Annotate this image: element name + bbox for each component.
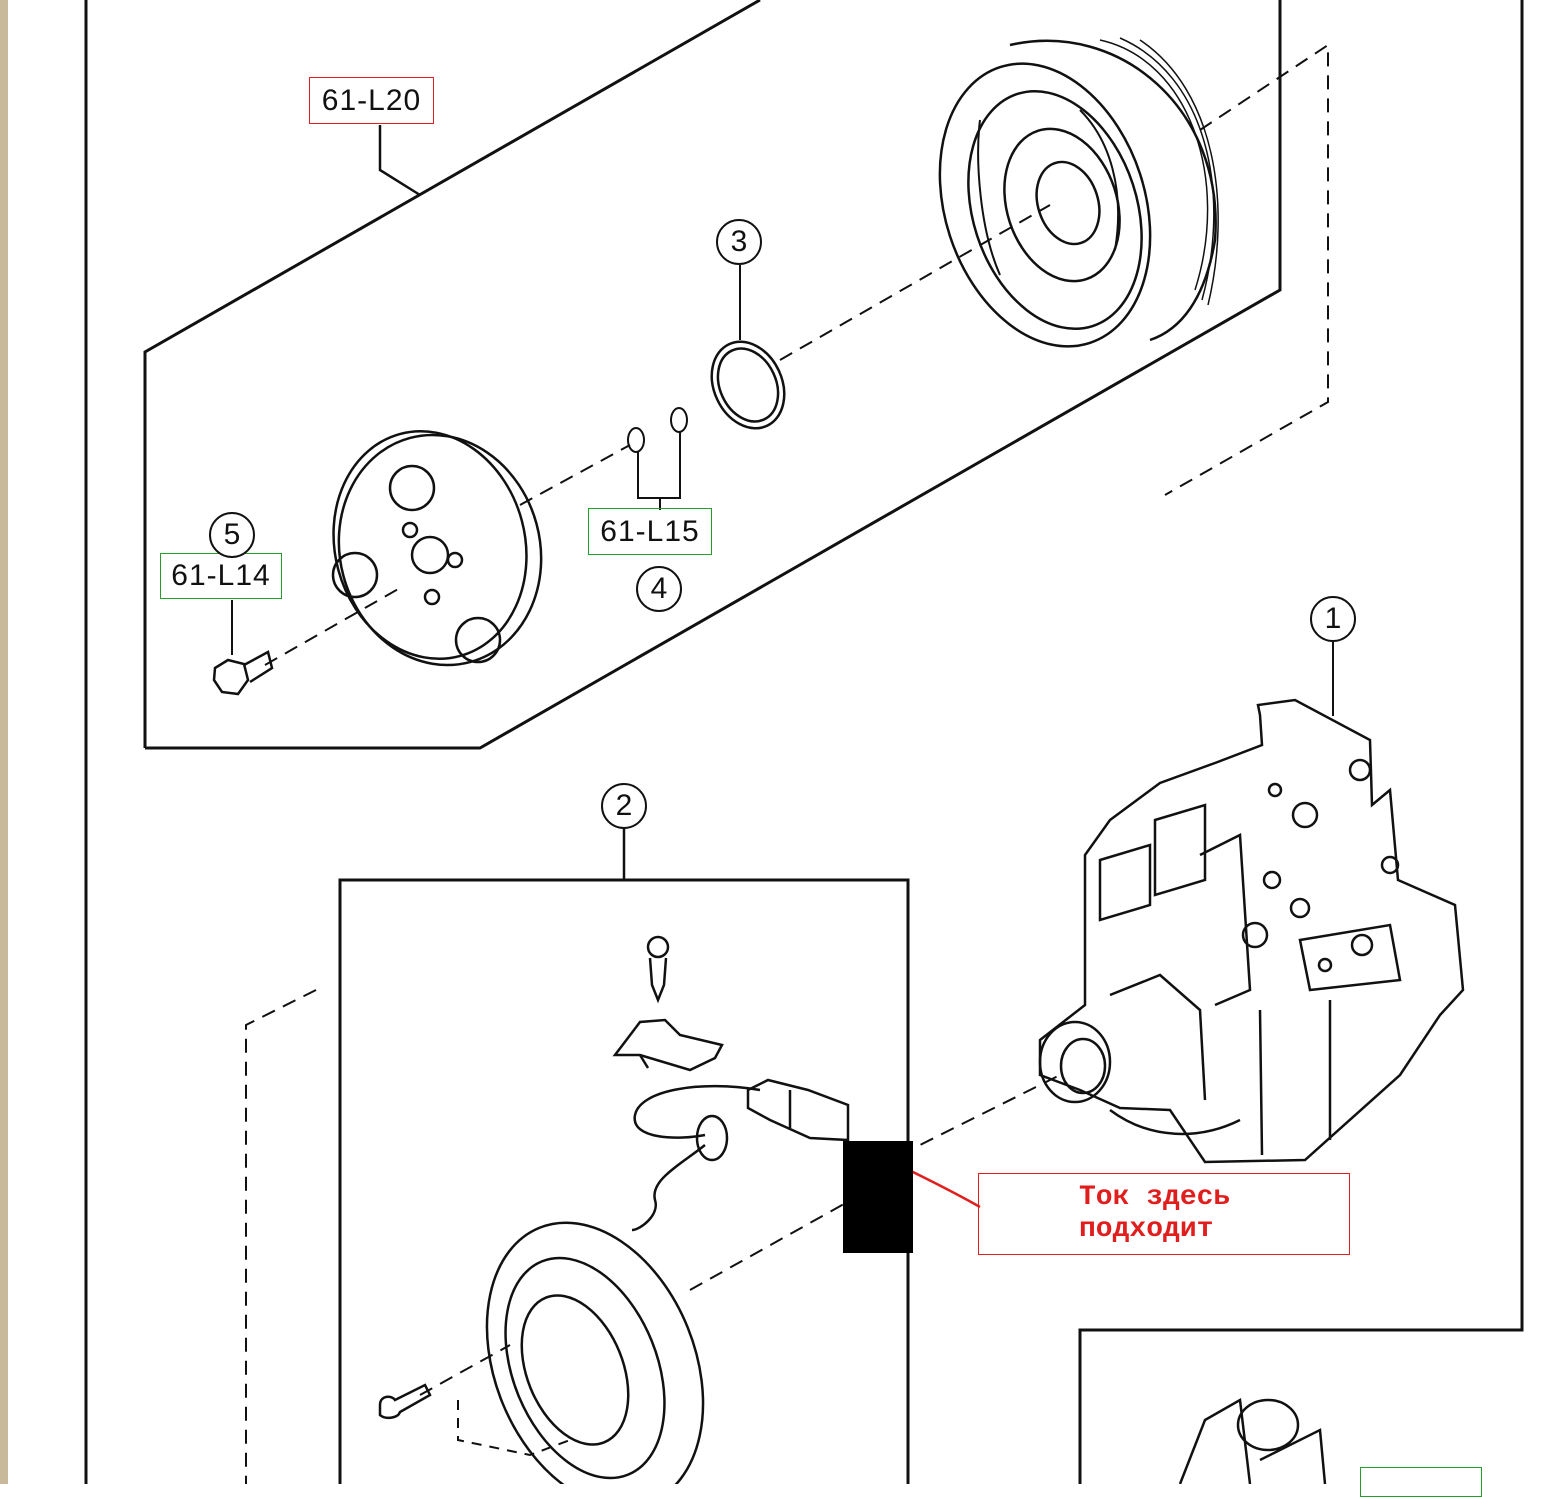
frame-right-line bbox=[1078, 0, 1524, 1484]
snap-ring-drawing bbox=[710, 340, 786, 430]
pulley-drawing bbox=[938, 37, 1219, 348]
callout-4: 4 bbox=[636, 566, 682, 612]
callout-5: 5 bbox=[209, 512, 255, 558]
part-label-clutch-assembly: 61-L20 bbox=[309, 77, 434, 124]
annotation-line-2: подходит bbox=[1079, 1214, 1214, 1245]
left-margin-strip bbox=[0, 0, 8, 1484]
part-label-clutch-shim: 61-L15 bbox=[588, 508, 712, 555]
callout-3: 3 bbox=[716, 219, 762, 265]
compressor-drawing bbox=[1038, 698, 1465, 1164]
annotation-line-1: Ток здесь bbox=[1079, 1182, 1231, 1213]
callout-2: 2 bbox=[601, 783, 647, 829]
redaction-block bbox=[843, 1141, 913, 1253]
bolt-drawing bbox=[212, 650, 274, 696]
callout-1: 1 bbox=[1310, 596, 1356, 642]
partial-part-drawing bbox=[1178, 1397, 1327, 1484]
upper-panel-right bbox=[145, 0, 1282, 750]
coil-panel bbox=[338, 878, 910, 1484]
coil-parts-drawing bbox=[378, 935, 850, 1484]
partial-label-box bbox=[1360, 1467, 1482, 1497]
annotation-note: Ток здесь подходит bbox=[978, 1173, 1350, 1255]
shims-drawing bbox=[627, 407, 688, 453]
part-label-clutch-bolt: 61-L14 bbox=[160, 553, 282, 599]
upper-panel-left bbox=[143, 0, 761, 748]
pressure-plate-drawing bbox=[331, 429, 543, 667]
